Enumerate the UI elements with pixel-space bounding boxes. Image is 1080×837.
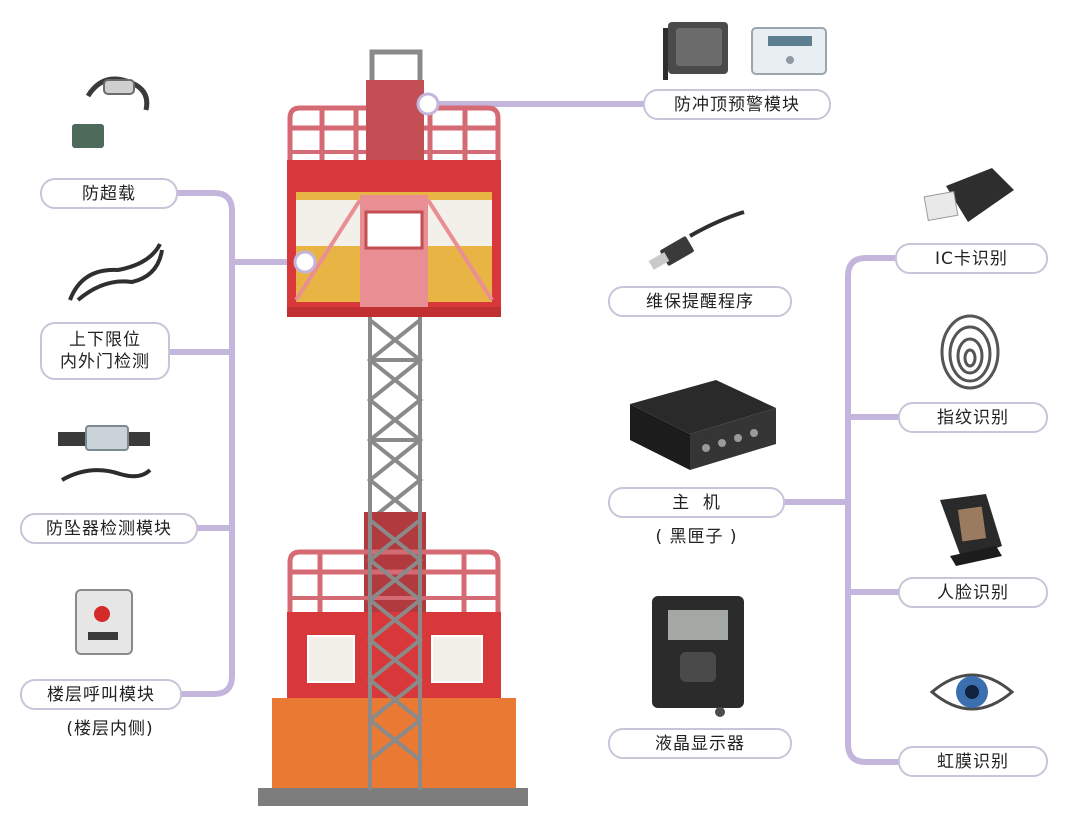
face-label: 人脸识别 <box>898 577 1048 608</box>
floor-call-button-icon <box>75 589 133 655</box>
anti-fall-label-text: 防坠器检测模块 <box>46 518 172 539</box>
upper-cage-bracing <box>294 198 494 302</box>
lower-cage-window-left <box>307 635 355 683</box>
anti-top-sensor-icon <box>663 22 728 80</box>
host-sublabel: ( 黑匣子 ) <box>655 527 738 547</box>
base-foundation <box>258 788 528 806</box>
limit-detection-line1: 上下限位 <box>69 330 141 350</box>
floor-call-sublabel: (楼层内侧) <box>66 719 154 739</box>
host-label-text: 主 机 <box>672 492 721 513</box>
host-label: 主 机 <box>608 487 785 518</box>
upper-cage-door-window <box>364 210 424 250</box>
top-connector-dot <box>416 92 440 116</box>
overload-label: 防超载 <box>40 178 178 209</box>
limit-detection-label: 上下限位 内外门检测 <box>40 322 170 380</box>
fingerprint-icon <box>940 314 1000 390</box>
lower-lattice-overlay <box>366 512 424 790</box>
lower-cage-railing <box>287 549 501 612</box>
ic-card-label: IC卡识别 <box>895 243 1048 274</box>
iris-label: 虹膜识别 <box>898 746 1048 777</box>
anti-top-module-icon <box>751 27 827 75</box>
right-bus-line <box>845 255 901 765</box>
lcd-display-icon <box>652 596 744 717</box>
overload-label-text: 防超载 <box>82 183 136 204</box>
fingerprint-label: 指纹识别 <box>898 402 1048 433</box>
face-recognition-icon <box>940 494 1002 566</box>
overload-sensor-icon <box>72 76 150 148</box>
iris-recognition-icon <box>929 673 1015 711</box>
anti-fall-label: 防坠器检测模块 <box>20 513 198 544</box>
mast-top-frame <box>369 49 423 87</box>
anti-top-label-text: 防冲顶预警模块 <box>674 94 800 115</box>
anti-top-label: 防冲顶预警模块 <box>643 89 831 120</box>
lcd-label-text: 液晶显示器 <box>655 733 745 754</box>
maintenance-label-text: 维保提醒程序 <box>646 291 754 312</box>
lcd-label: 液晶显示器 <box>608 728 792 759</box>
upper-cage-base <box>287 307 501 317</box>
ic-card-reader-icon <box>923 168 1014 222</box>
mast-head-block <box>366 80 424 160</box>
host-black-box-icon <box>630 380 776 470</box>
anti-fall-detector-icon <box>58 425 152 482</box>
floor-call-label: 楼层呼叫模块 <box>20 679 182 710</box>
fingerprint-label-text: 指纹识别 <box>937 407 1009 428</box>
limit-detection-line2: 内外门检测 <box>60 352 150 372</box>
limit-cable-icon <box>68 243 164 302</box>
lower-cage-window-right <box>431 635 483 683</box>
usb-cable-icon <box>648 210 745 270</box>
cage-connector-dot <box>293 250 317 274</box>
base-enclosure <box>272 698 516 790</box>
iris-label-text: 虹膜识别 <box>937 751 1009 772</box>
left-bus-line <box>175 190 235 697</box>
hoist-tower <box>258 49 528 806</box>
floor-call-label-text: 楼层呼叫模块 <box>47 684 155 705</box>
face-label-text: 人脸识别 <box>937 582 1009 603</box>
connector-lines <box>167 101 901 765</box>
ic-card-label-text: IC卡识别 <box>935 248 1008 269</box>
maintenance-label: 维保提醒程序 <box>608 286 792 317</box>
